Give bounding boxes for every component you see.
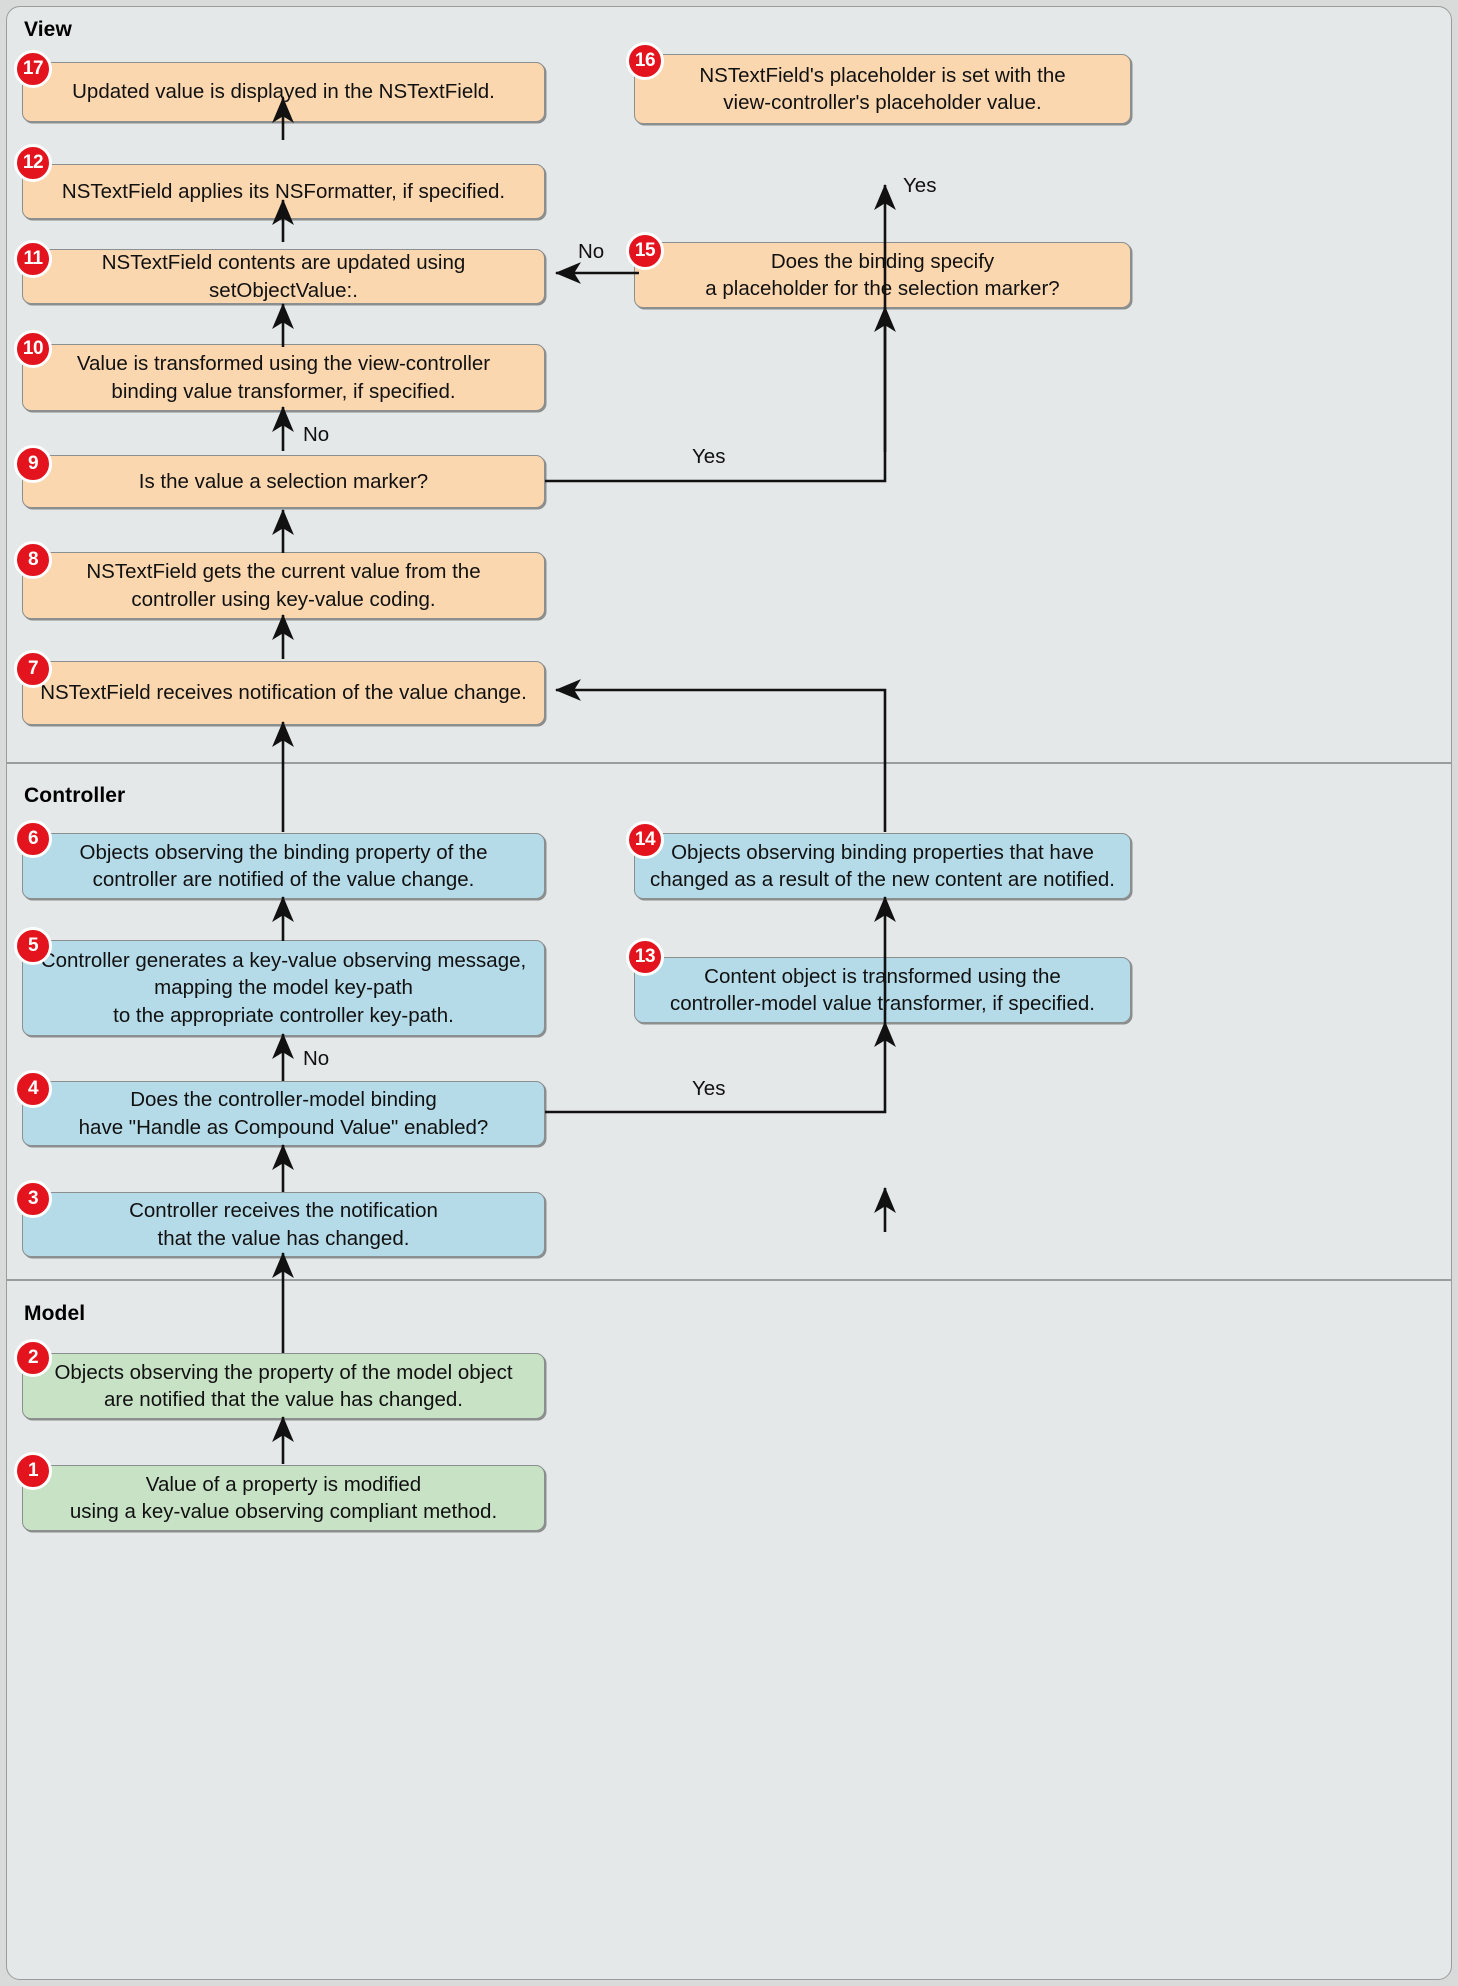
badge-14: 14 <box>626 821 664 859</box>
edge-label-yes-15-16: Yes <box>903 174 937 197</box>
badge-3: 3 <box>14 1180 52 1218</box>
node-9[interactable]: Is the value a selection marker? <box>22 455 545 508</box>
badge-16: 16 <box>626 42 664 80</box>
badge-5: 5 <box>14 927 52 965</box>
edge-label-no-4-5: No <box>303 1047 330 1070</box>
node-1[interactable]: Value of a property is modified using a … <box>22 1465 545 1531</box>
node-3[interactable]: Controller receives the notification tha… <box>22 1192 545 1257</box>
node-17[interactable]: Updated value is displayed in the NSText… <box>22 62 545 122</box>
node-2[interactable]: Objects observing the property of the mo… <box>22 1353 545 1419</box>
badge-17: 17 <box>14 50 52 88</box>
lane-title-model: Model <box>24 1302 86 1325</box>
badge-2: 2 <box>14 1339 52 1377</box>
badge-6: 6 <box>14 820 52 858</box>
badge-11: 11 <box>14 240 52 278</box>
badge-1: 1 <box>14 1452 52 1490</box>
lane-title-controller: Controller <box>24 784 126 807</box>
node-15[interactable]: Does the binding specify a placeholder f… <box>634 242 1131 308</box>
node-16[interactable]: NSTextField's placeholder is set with th… <box>634 54 1131 124</box>
badge-7: 7 <box>14 650 52 688</box>
node-5[interactable]: Controller generates a key-value observi… <box>22 940 545 1036</box>
badge-15: 15 <box>626 232 664 270</box>
node-14[interactable]: Objects observing binding properties tha… <box>634 833 1131 899</box>
edge-label-yes-9-15: Yes <box>692 445 726 468</box>
node-13[interactable]: Content object is transformed using the … <box>634 957 1131 1023</box>
node-7[interactable]: NSTextField receives notification of the… <box>22 661 545 725</box>
badge-4: 4 <box>14 1070 52 1108</box>
badge-9: 9 <box>14 445 52 483</box>
node-12[interactable]: NSTextField applies its NSFormatter, if … <box>22 164 545 219</box>
node-4[interactable]: Does the controller-model binding have "… <box>22 1081 545 1146</box>
badge-8: 8 <box>14 541 52 579</box>
badge-10: 10 <box>14 330 52 368</box>
edge-label-no-15-11: No <box>578 240 605 263</box>
node-6[interactable]: Objects observing the binding property o… <box>22 833 545 899</box>
edge-label-yes-4-13: Yes <box>692 1077 726 1100</box>
node-8[interactable]: NSTextField gets the current value from … <box>22 552 545 619</box>
node-11[interactable]: NSTextField contents are updated using s… <box>22 249 545 304</box>
lane-title-view: View <box>24 18 72 41</box>
node-10[interactable]: Value is transformed using the view-cont… <box>22 344 545 411</box>
edge-label-no-9-10: No <box>303 423 330 446</box>
badge-13: 13 <box>626 938 664 976</box>
badge-12: 12 <box>14 144 52 182</box>
